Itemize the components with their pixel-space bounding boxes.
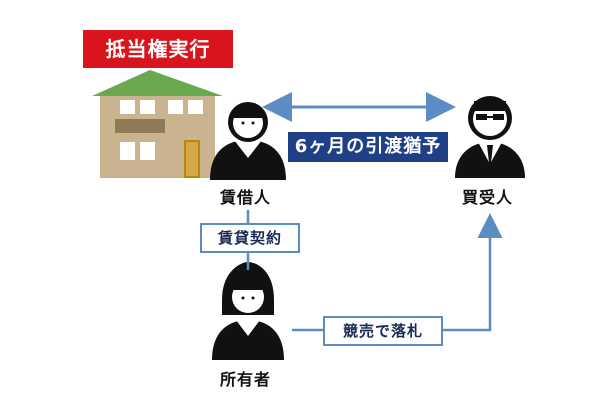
auction-box: 競売で落札 [323,316,443,346]
grace-period-box: 6ヶ月の引渡猶予 [288,132,448,162]
lease-box: 賃貸契約 [200,223,300,253]
buyer-man-icon [455,96,525,178]
title-badge: 抵当権実行 [83,30,233,68]
auction-arrow [292,213,503,332]
buyer-label: 買受人 [462,188,514,207]
tenant-label: 賃借人 [220,188,272,207]
tenant-woman-icon [210,102,286,180]
owner-label: 所有者 [220,370,272,389]
owner-woman-icon [212,262,284,360]
house-icon [92,70,223,178]
